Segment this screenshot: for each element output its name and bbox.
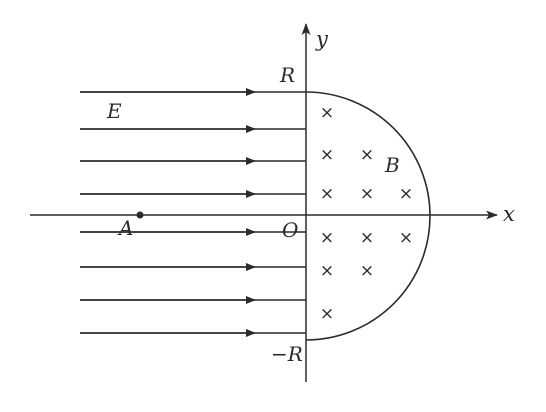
- field-marker: ×: [360, 145, 374, 165]
- field-marker: ×: [320, 304, 334, 324]
- radius-bottom-label: −R: [271, 342, 303, 366]
- magnetic-field-boundary: [305, 91, 431, 341]
- field-marker: ×: [399, 228, 413, 248]
- field-marker: ×: [320, 261, 334, 281]
- field-marker: ×: [320, 103, 334, 123]
- field-marker: ×: [320, 184, 334, 204]
- field-marker: ×: [360, 261, 374, 281]
- magnetic-field-label: B: [384, 153, 400, 177]
- field-marker: ×: [360, 184, 374, 204]
- field-marker: ×: [399, 184, 413, 204]
- radius-top-label: R: [279, 63, 295, 87]
- point-a-label: A: [117, 216, 133, 240]
- electric-field-label: E: [106, 99, 122, 123]
- point-a-dot: [136, 211, 144, 219]
- field-marker: ×: [360, 228, 374, 248]
- field-marker: ×: [320, 228, 334, 248]
- origin-label: O: [282, 218, 298, 242]
- magnetic-field-markers: × × × × × × × × × × × ×: [320, 103, 413, 324]
- electric-field-lines: [80, 88, 306, 337]
- field-marker: ×: [320, 145, 334, 165]
- x-axis-label: x: [503, 202, 515, 226]
- y-axis-label: y: [315, 27, 329, 51]
